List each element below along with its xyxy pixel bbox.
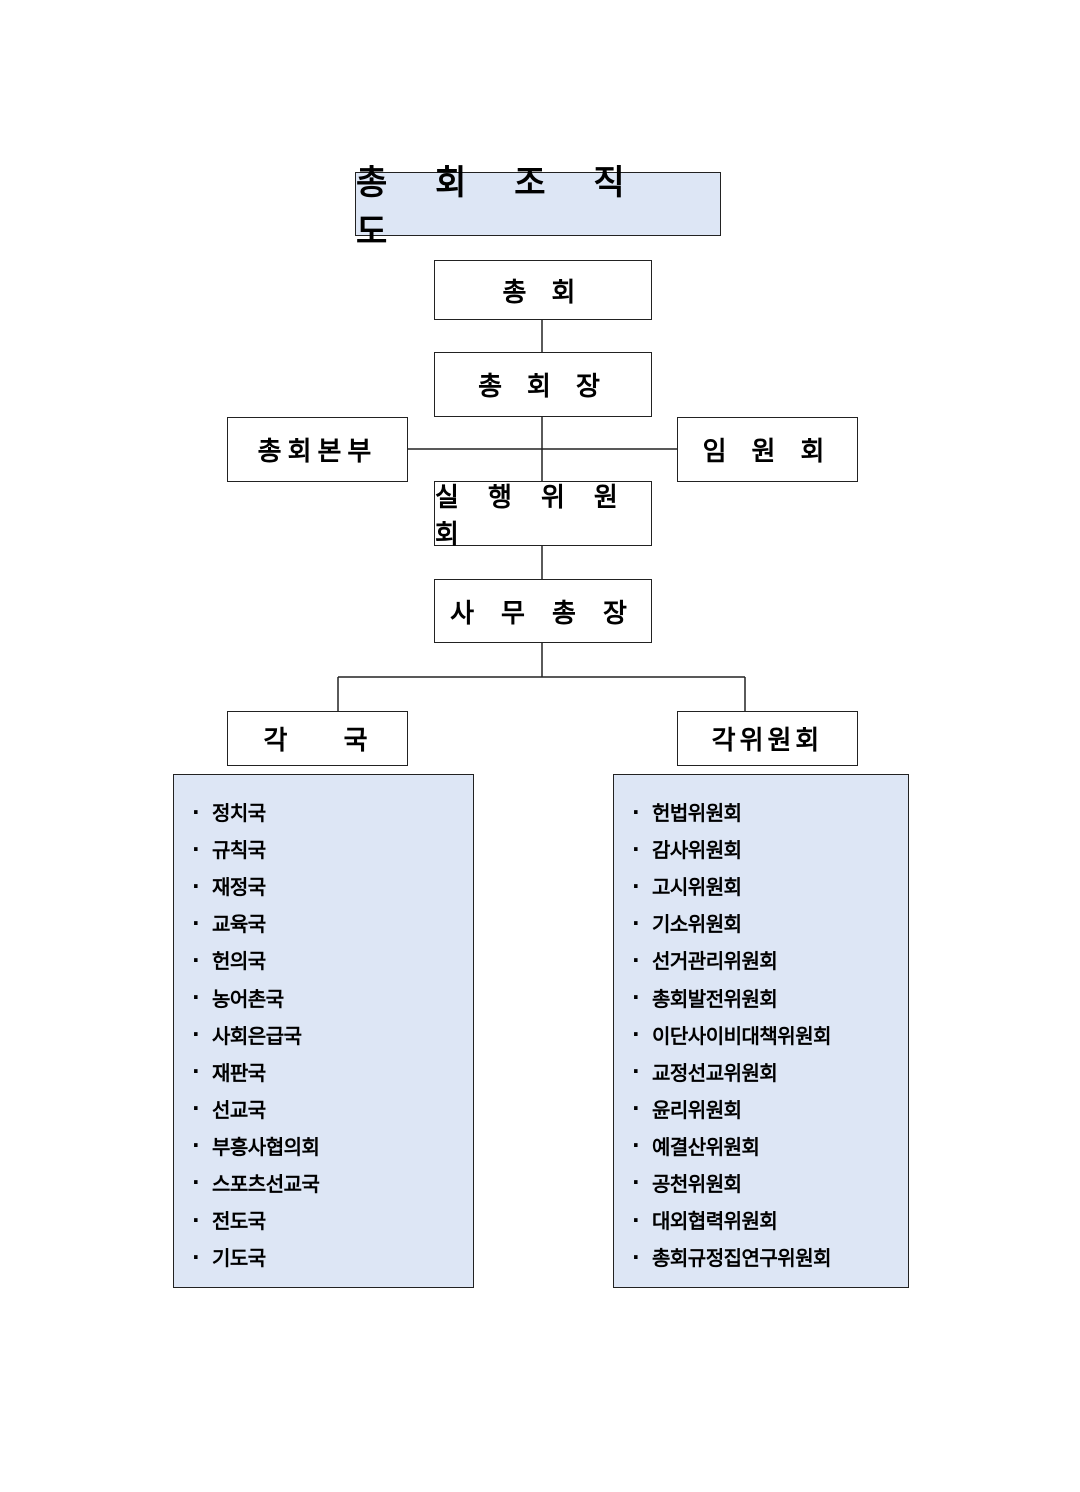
- list-item: · 교정선교위원회: [614, 1053, 908, 1090]
- department-label: 농어촌국: [212, 986, 284, 1011]
- bullet-icon: ·: [192, 836, 200, 861]
- list-item: · 이단사이비대책위원회: [614, 1016, 908, 1053]
- bullet-icon: ·: [192, 985, 200, 1010]
- bullet-icon: ·: [632, 947, 640, 972]
- committee-label: 고시위원회: [652, 875, 742, 900]
- bullet-icon: ·: [632, 1096, 640, 1121]
- department-label: 사회은급국: [212, 1023, 302, 1048]
- department-label: 헌의국: [212, 949, 266, 974]
- department-label: 부흥사협의회: [212, 1134, 320, 1159]
- list-item: · 감사위원회: [614, 830, 908, 867]
- list-item: · 부흥사협의회: [174, 1127, 473, 1164]
- list-item: · 선교국: [174, 1090, 473, 1127]
- bullet-icon: ·: [192, 799, 200, 824]
- committee-label: 예결산위원회: [652, 1134, 760, 1159]
- node-executive-committee: 실 행 위 원 회: [434, 481, 652, 550]
- department-label: 정치국: [212, 801, 266, 826]
- department-label: 재판국: [212, 1060, 266, 1085]
- bullet-icon: ·: [632, 1244, 640, 1269]
- bullet-icon: ·: [632, 836, 640, 861]
- bullet-icon: ·: [192, 1244, 200, 1269]
- bullet-icon: ·: [632, 1022, 640, 1047]
- bullet-icon: ·: [632, 910, 640, 935]
- bullet-icon: ·: [632, 985, 640, 1010]
- bullet-icon: ·: [192, 1059, 200, 1084]
- list-item: · 총회규정집연구위원회: [614, 1238, 908, 1275]
- list-item: · 전도국: [174, 1201, 473, 1238]
- department-label: 재정국: [212, 875, 266, 900]
- bullet-icon: ·: [192, 1170, 200, 1195]
- bullet-icon: ·: [192, 873, 200, 898]
- bullet-icon: ·: [192, 1096, 200, 1121]
- committees-list: · 헌법위원회 · 감사위원회 · 고시위원회 · 기소위원회 · 선거관리위원회 · 총회…: [614, 793, 908, 1275]
- bullet-icon: ·: [192, 947, 200, 972]
- committee-label: 윤리위원회: [652, 1097, 742, 1122]
- bullet-icon: ·: [632, 1170, 640, 1195]
- node-moderator: 총 회 장: [434, 352, 652, 417]
- committee-label: 헌법위원회: [652, 801, 742, 826]
- committee-label: 선거관리위원회: [652, 949, 778, 974]
- list-item: · 대외협력위원회: [614, 1201, 908, 1238]
- node-departments: 각 국: [227, 711, 408, 766]
- list-item: · 총회발전위원회: [614, 978, 908, 1015]
- list-item: · 윤리위원회: [614, 1090, 908, 1127]
- bullet-icon: ·: [632, 873, 640, 898]
- list-item: · 헌의국: [174, 941, 473, 978]
- chart-title: 총 회 조 직 도: [355, 163, 721, 252]
- list-item: · 예결산위원회: [614, 1127, 908, 1164]
- bullet-icon: ·: [632, 799, 640, 824]
- departments-list-box: · 정치국 · 규칙국 · 재정국 · 교육국 · 헌의국 · 농어촌국 · 사회은급국 · 재…: [173, 774, 474, 1288]
- list-item: · 스포츠선교국: [174, 1164, 473, 1201]
- committee-label: 기소위원회: [652, 912, 742, 937]
- list-item: · 재정국: [174, 867, 473, 904]
- list-item: · 기도국: [174, 1238, 473, 1275]
- node-officers: 임 원 회: [677, 417, 858, 482]
- committees-list-box: · 헌법위원회 · 감사위원회 · 고시위원회 · 기소위원회 · 선거관리위원회 · 총회…: [613, 774, 909, 1288]
- list-item: · 공천위원회: [614, 1164, 908, 1201]
- bullet-icon: ·: [632, 1133, 640, 1158]
- department-label: 규칙국: [212, 838, 266, 863]
- list-item: · 정치국: [174, 793, 473, 830]
- bullet-icon: ·: [192, 1207, 200, 1232]
- list-item: · 규칙국: [174, 830, 473, 867]
- department-label: 전도국: [212, 1209, 266, 1234]
- committee-label: 대외협력위원회: [652, 1209, 778, 1234]
- node-general-secretary: 사 무 총 장: [434, 579, 652, 643]
- department-label: 선교국: [212, 1097, 266, 1122]
- department-label: 교육국: [212, 912, 266, 937]
- node-headquarters: 총회본부: [227, 417, 408, 482]
- bullet-icon: ·: [192, 910, 200, 935]
- node-assembly: 총 회: [434, 260, 652, 320]
- department-label: 기도국: [212, 1246, 266, 1271]
- departments-list: · 정치국 · 규칙국 · 재정국 · 교육국 · 헌의국 · 농어촌국 · 사회은급국 · 재…: [174, 793, 473, 1275]
- committee-label: 공천위원회: [652, 1171, 742, 1196]
- committee-label: 총회규정집연구위원회: [652, 1246, 832, 1271]
- bullet-icon: ·: [192, 1022, 200, 1047]
- list-item: · 헌법위원회: [614, 793, 908, 830]
- committee-label: 이단사이비대책위원회: [652, 1023, 832, 1048]
- bullet-icon: ·: [192, 1133, 200, 1158]
- list-item: · 기소위원회: [614, 904, 908, 941]
- bullet-icon: ·: [632, 1207, 640, 1232]
- list-item: · 선거관리위원회: [614, 941, 908, 978]
- list-item: · 사회은급국: [174, 1016, 473, 1053]
- committee-label: 감사위원회: [652, 838, 742, 863]
- committee-label: 교정선교위원회: [652, 1060, 778, 1085]
- list-item: · 고시위원회: [614, 867, 908, 904]
- node-committees: 각위원회: [677, 711, 858, 766]
- committee-label: 총회발전위원회: [652, 986, 778, 1011]
- department-label: 스포츠선교국: [212, 1171, 320, 1196]
- list-item: · 재판국: [174, 1053, 473, 1090]
- list-item: · 농어촌국: [174, 978, 473, 1015]
- list-item: · 교육국: [174, 904, 473, 941]
- bullet-icon: ·: [632, 1059, 640, 1084]
